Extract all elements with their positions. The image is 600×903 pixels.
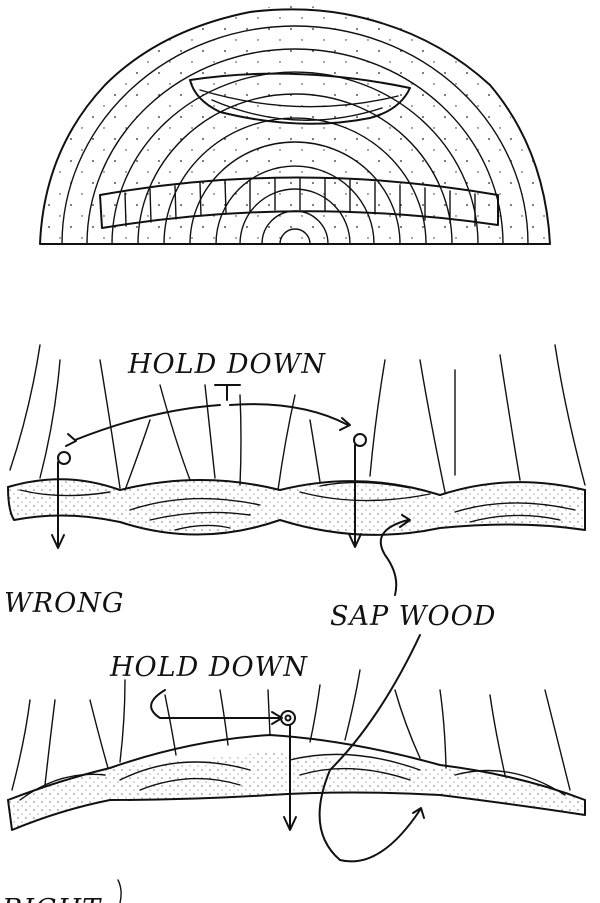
hold-down-label-top: HOLD DOWN <box>127 349 326 380</box>
sap-wood-callouts: SAP WOOD <box>320 515 497 861</box>
sap-wood-label: SAP WOOD <box>330 601 496 632</box>
right-label-cropped: RIGHT <box>1 880 121 903</box>
wrong-glueup-panel: HOLD DOWN WRONG <box>4 345 585 619</box>
wrong-label: WRONG <box>4 588 124 619</box>
right-label: RIGHT <box>1 894 102 903</box>
hold-down-label-bottom: HOLD DOWN <box>109 652 308 683</box>
log-cross-section <box>40 6 550 244</box>
right-glueup-panel: HOLD DOWN <box>8 652 585 830</box>
